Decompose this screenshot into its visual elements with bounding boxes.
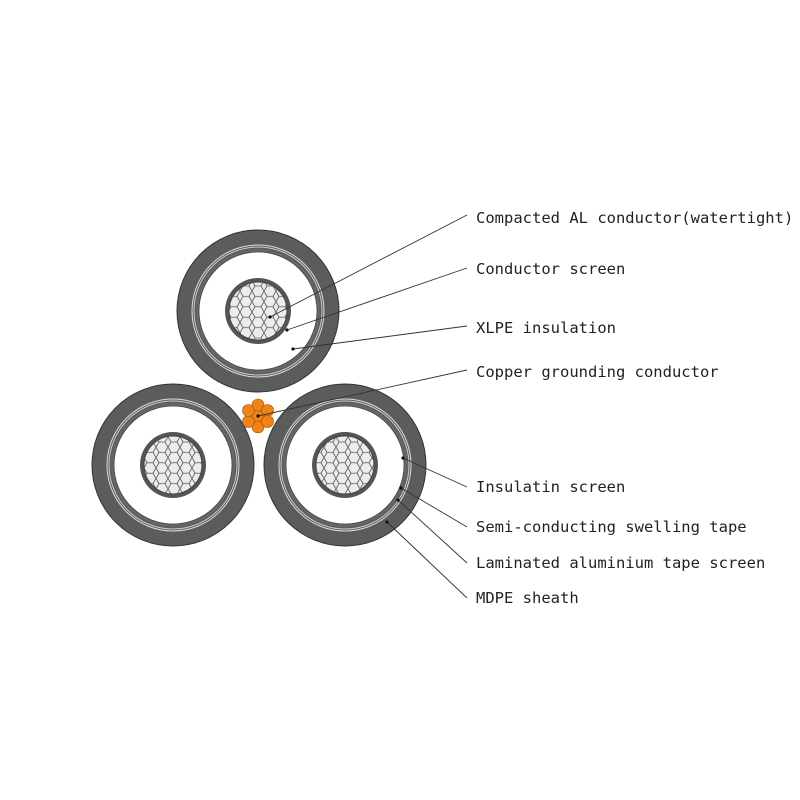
leader-line (257, 369, 468, 417)
semi-conducting-swelling-tape (108, 400, 238, 530)
copper-strand (242, 404, 255, 417)
laminated-aluminium-tape-screen (191, 244, 325, 378)
compacted-al-conductor (228, 281, 288, 341)
copper-strand (251, 420, 265, 434)
label-conductor-screen: Conductor screen (476, 260, 626, 278)
laminated-aluminium-tape-screen (278, 398, 412, 532)
cable-core (263, 383, 427, 547)
leader-line (269, 214, 468, 318)
copper-strand (251, 398, 265, 412)
label-xlpe-insulation: XLPE insulation (476, 319, 616, 337)
leader-line (400, 487, 468, 528)
compacted-al-conductor (143, 435, 203, 495)
leader-line (286, 267, 468, 331)
leader-dot (291, 347, 295, 351)
copper-grounding-conductor (242, 398, 274, 434)
label-insulation-screen: Insulatin screen (476, 478, 626, 496)
label-compacted-al-conductor: Compacted AL conductor(watertight) (476, 209, 794, 227)
laminated-aluminium-tape-screen (106, 398, 240, 532)
label-laminated-aluminium-tape-screen: Laminated aluminium tape screen (476, 554, 766, 572)
leader-dot (385, 520, 389, 524)
leader-lines (256, 214, 468, 599)
semi-conducting-swelling-tape (280, 400, 410, 530)
leader-line (292, 325, 468, 350)
compacted-al-conductor (315, 435, 375, 495)
copper-strand (242, 415, 255, 428)
leader-dot (285, 328, 289, 332)
cable-core (91, 383, 255, 547)
cable-core (176, 229, 340, 393)
leader-dot (399, 486, 403, 490)
leader-line (397, 499, 468, 564)
label-mdpe-sheath: MDPE sheath (476, 589, 579, 607)
leader-line (386, 521, 468, 599)
leader-dot (256, 414, 260, 418)
leader-dot (268, 315, 272, 319)
leader-dot (396, 498, 400, 502)
copper-strand (261, 415, 274, 428)
label-copper-grounding-conductor: Copper grounding conductor (476, 363, 719, 381)
semi-conducting-swelling-tape (193, 246, 323, 376)
leader-line (402, 457, 468, 488)
leader-dot (401, 456, 405, 460)
label-semi-conducting-swelling-tape: Semi-conducting swelling tape (476, 518, 747, 536)
